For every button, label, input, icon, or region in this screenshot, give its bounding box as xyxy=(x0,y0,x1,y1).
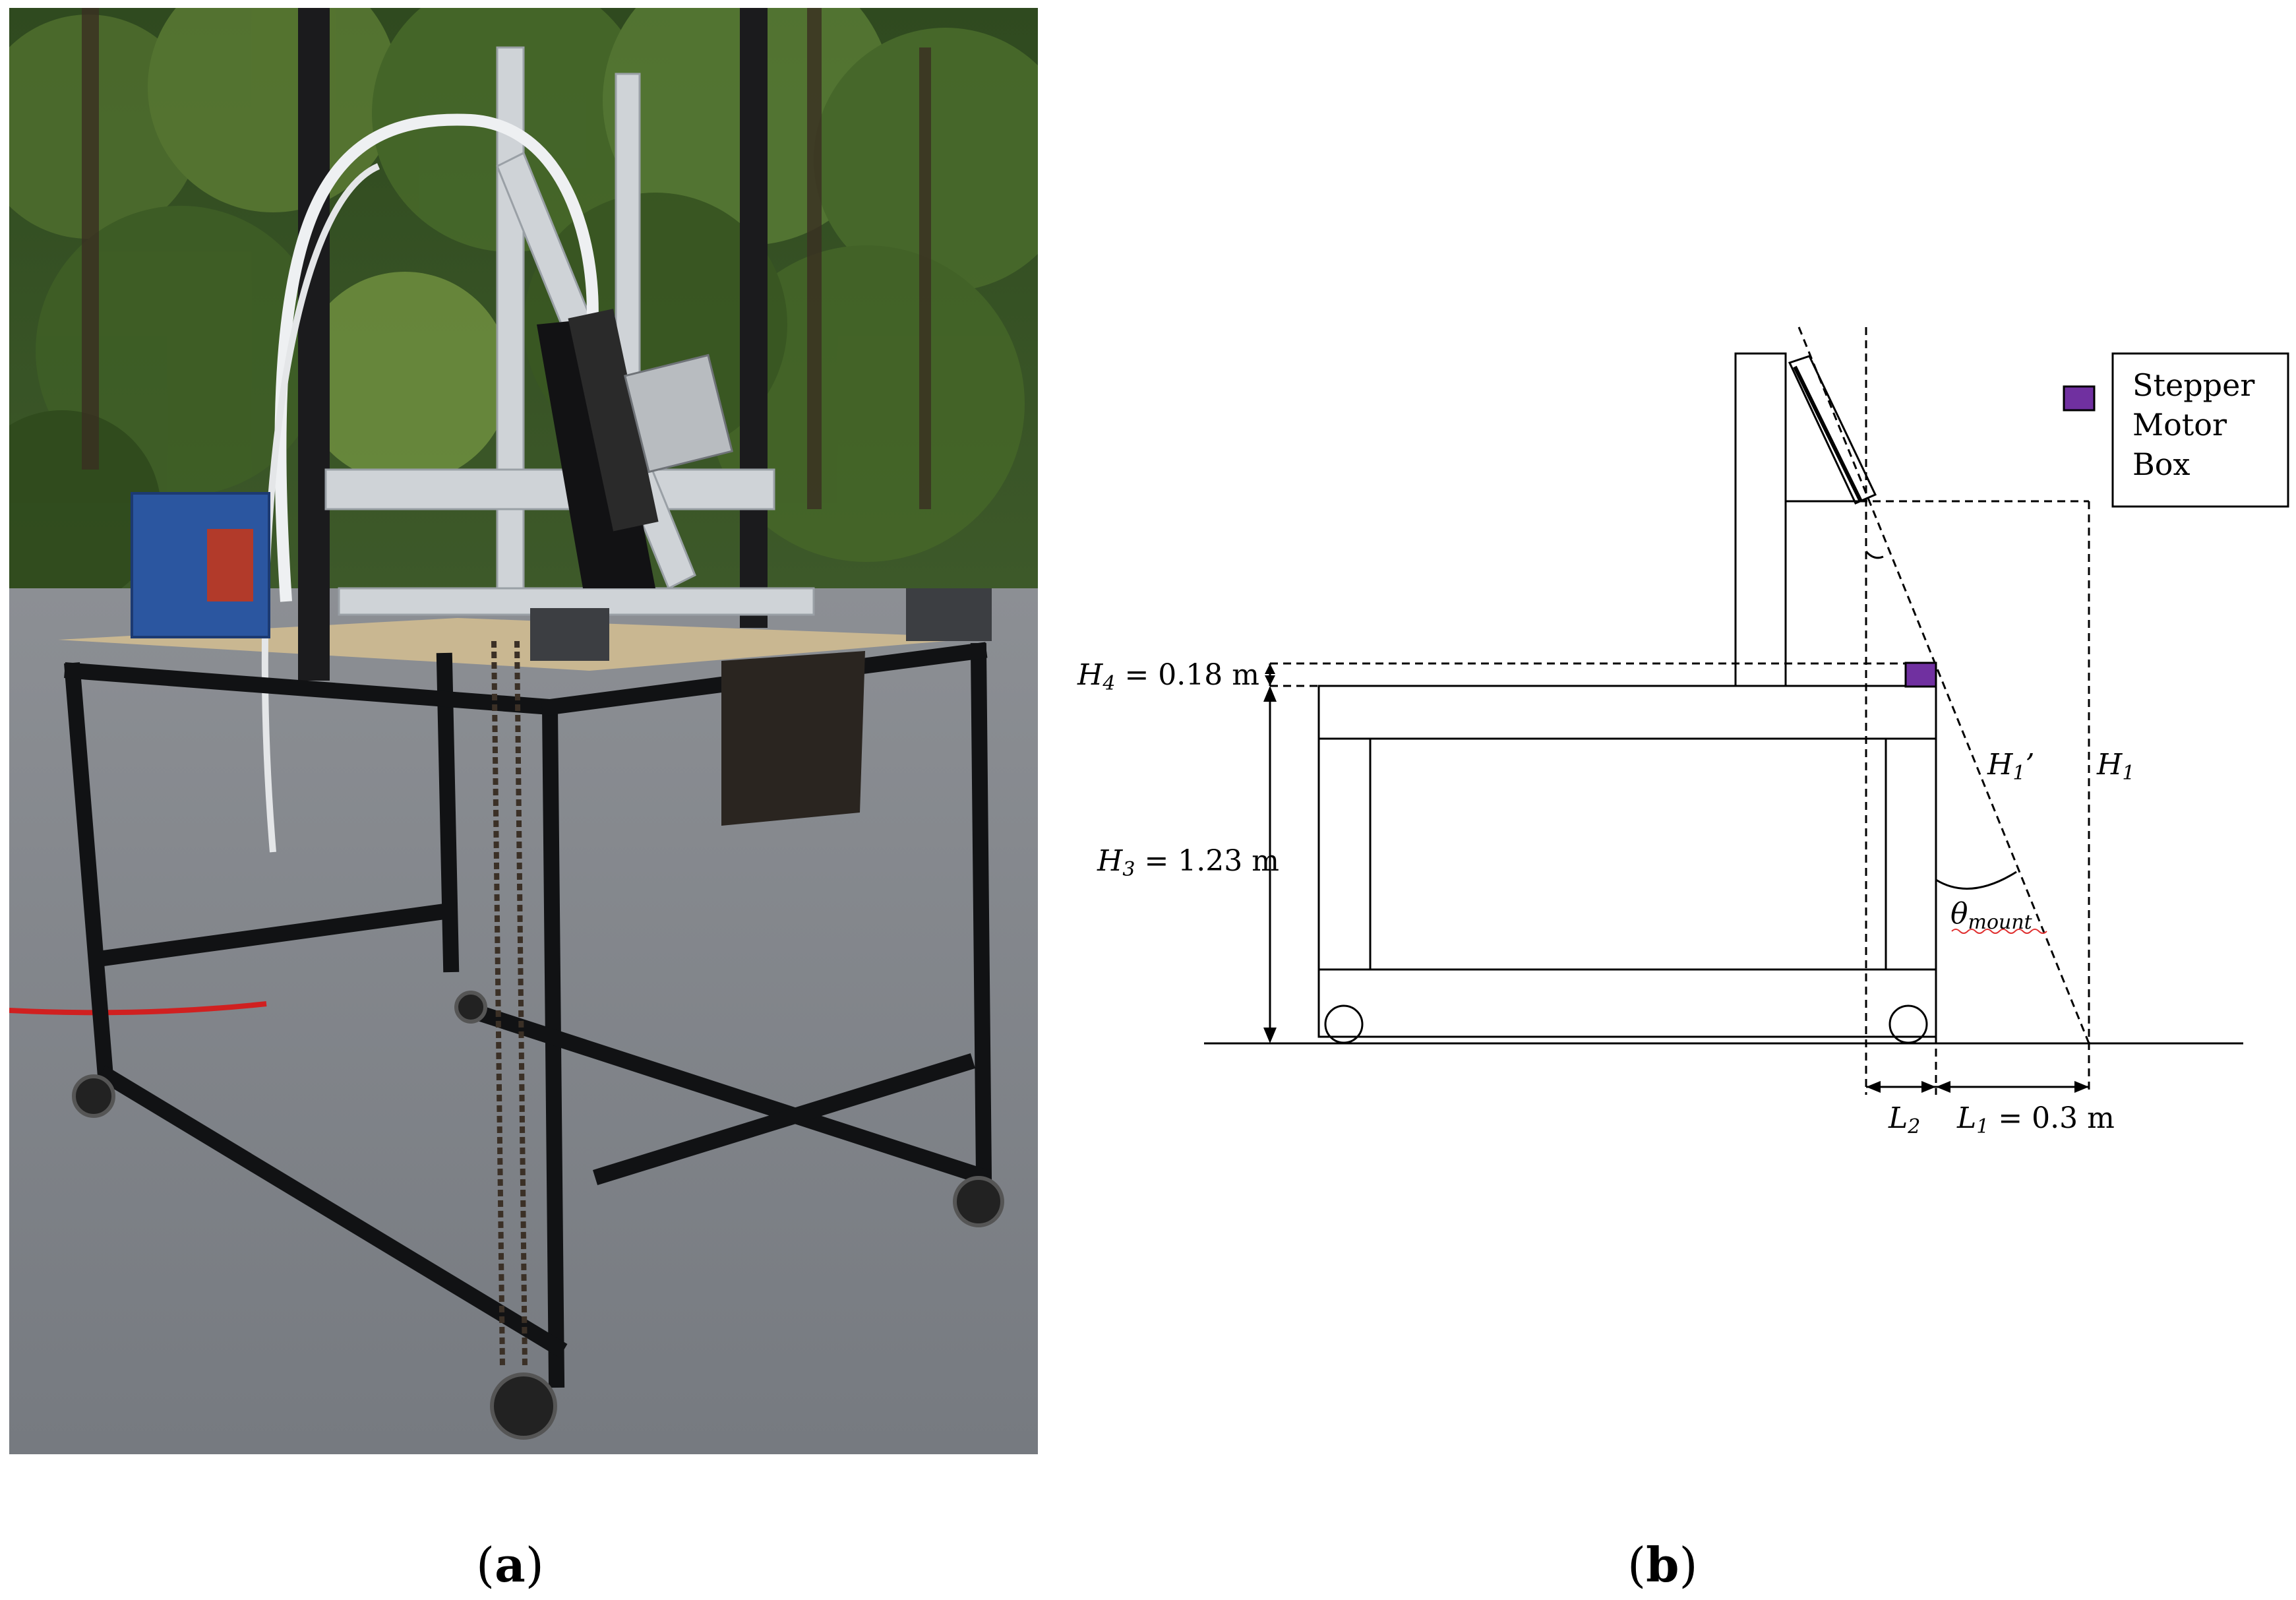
schematic-panel: Stepper Motor Box H4 = 0.18 m H3 = 1.23 … xyxy=(1068,277,2296,1200)
white-cables xyxy=(274,113,599,602)
photo-panel xyxy=(9,8,1038,1454)
caption-b-open: ( xyxy=(1627,1537,1646,1593)
legend-line-2: Motor xyxy=(2132,407,2227,443)
wheel-right xyxy=(1888,1004,1928,1044)
top-angle-arc xyxy=(1865,550,1884,559)
caption-a: (a) xyxy=(476,1537,544,1593)
red-cable xyxy=(9,1001,267,1016)
cart-body-outer xyxy=(1317,685,1937,1038)
h4-label: H4 = 0.18 m xyxy=(1077,658,1259,695)
h3-label: H3 = 1.23 m xyxy=(1097,844,1279,881)
cart-photo xyxy=(9,8,1038,1454)
schematic-diagram: Stepper Motor Box H4 = 0.18 m H3 = 1.23 … xyxy=(1077,326,2289,1138)
stepper-motor-right xyxy=(906,588,992,641)
spellcheck-underline xyxy=(1951,929,2047,934)
theta-mount-label: θmount xyxy=(1950,897,2033,934)
caption-b: (b) xyxy=(1627,1537,1698,1593)
cart-frame xyxy=(64,642,992,1388)
caption-b-close: ) xyxy=(1679,1537,1698,1593)
stepper-motor-box xyxy=(1904,662,1937,688)
dimension-arrowheads xyxy=(1263,663,2089,1093)
caption-b-letter: b xyxy=(1646,1537,1679,1593)
h1-prime-line xyxy=(1798,326,2090,1044)
h1-prime-label: H1’ xyxy=(1987,748,2034,785)
roller-chains xyxy=(491,640,528,1367)
stepper-motor-left xyxy=(530,608,609,661)
mast xyxy=(1734,352,1787,687)
tall-post-right xyxy=(740,8,768,628)
theta-mount-arc xyxy=(1935,871,2017,890)
legend-line-1: Stepper xyxy=(2132,367,2254,403)
tilted-instrument xyxy=(1788,355,1877,505)
h1-label: H1 xyxy=(2096,748,2134,785)
l2-label: L2 xyxy=(1888,1101,1920,1138)
tree-trunks xyxy=(82,8,931,509)
legend-box xyxy=(2111,352,2289,508)
wheel-left xyxy=(1324,1004,1364,1044)
caption-a-letter: a xyxy=(495,1537,526,1593)
tall-post-left xyxy=(298,8,330,681)
instrument-front-edge xyxy=(1793,365,1863,503)
wheels xyxy=(72,991,1004,1440)
camera-body xyxy=(623,354,734,474)
l1-label: L1 = 0.3 m xyxy=(1956,1101,2115,1138)
target-plate xyxy=(721,651,865,826)
caption-a-open: ( xyxy=(476,1537,495,1593)
wood-tabletop xyxy=(58,618,985,671)
caption-a-close: ) xyxy=(525,1537,544,1593)
legend-swatch xyxy=(2063,385,2096,412)
legend-line-3: Box xyxy=(2132,446,2190,482)
laser-head xyxy=(568,309,659,532)
